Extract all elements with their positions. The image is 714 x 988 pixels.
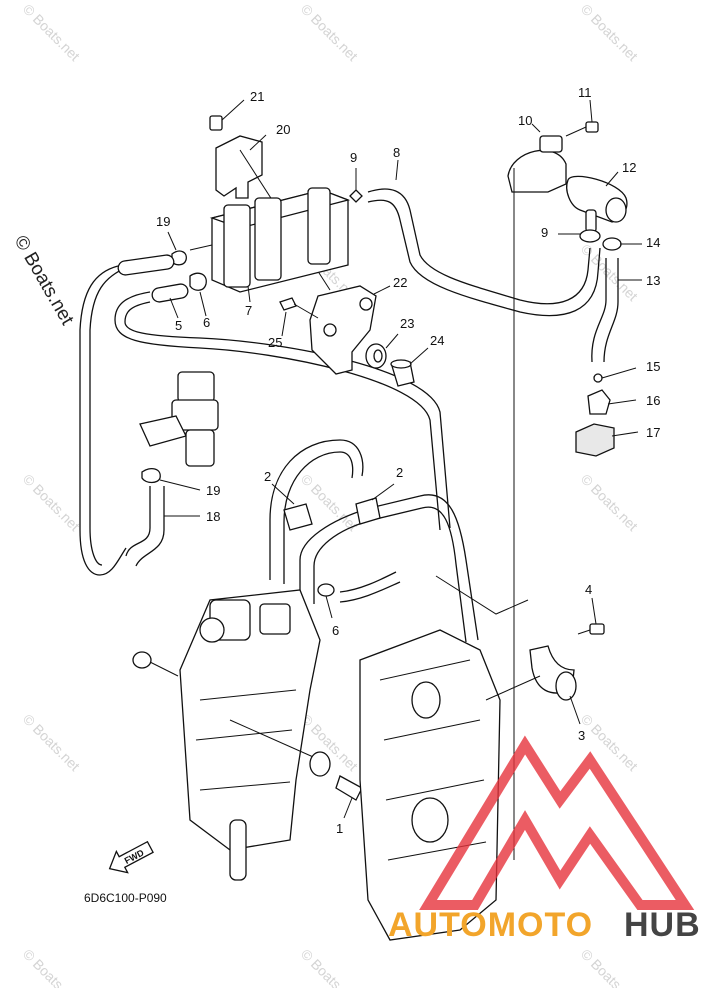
side-watermark: © Boats.net — [10, 232, 78, 329]
part-21-bolt — [209, 99, 245, 131]
callout-14: 14 — [646, 235, 660, 250]
part-25-bolt — [279, 297, 319, 337]
callout-13: 13 — [646, 273, 660, 288]
callout-12: 12 — [622, 160, 636, 175]
part-2-clamp-left — [271, 483, 313, 531]
part-22-bracket — [309, 285, 391, 375]
fuel-module — [132, 589, 321, 881]
callout-23: 23 — [400, 316, 414, 331]
watermark: © Boats.net — [578, 471, 641, 534]
part-10-bracket — [507, 123, 567, 193]
watermark: © Boats.net — [578, 946, 641, 988]
watermark: © Boats.net — [298, 946, 361, 988]
part-23-grommet — [365, 333, 399, 369]
part-17-damper — [575, 423, 639, 457]
brand-logo: AUTOMOTO HUB — [388, 735, 701, 944]
callout-11: 11 — [578, 85, 592, 100]
part-4-bolt — [577, 597, 605, 635]
engine-block — [359, 629, 501, 941]
part-6-clamp-lower — [317, 571, 401, 619]
callout-24: 24 — [430, 333, 444, 348]
callouts: 21 20 9 8 19 7 5 6 22 23 24 25 10 11 12 … — [156, 85, 660, 836]
callout-21: 21 — [250, 89, 264, 104]
watermark: © Boats.net — [578, 1, 641, 64]
part-1-bolt-grommet — [309, 751, 363, 819]
brand-name-part2: HUB — [624, 906, 701, 944]
callout-15: 15 — [646, 359, 660, 374]
callout-5: 5 — [175, 318, 182, 333]
callout-7: 7 — [245, 303, 252, 318]
brand-name-part1: AUTOMOTO — [388, 906, 593, 944]
callout-20: 20 — [276, 122, 290, 137]
leader-lines — [435, 168, 541, 860]
callout-4: 4 — [585, 582, 592, 597]
part-19-clamp-lower — [141, 467, 201, 491]
callout-2-left: 2 — [264, 469, 271, 484]
part-6-clamp-upper — [189, 272, 207, 317]
part-11-bolt — [565, 99, 599, 137]
callout-25: 25 — [268, 335, 282, 350]
watermark: © Boats.net — [298, 1, 361, 64]
central-hoses — [269, 439, 479, 643]
part-14-clamp — [602, 237, 642, 251]
callout-1: 1 — [336, 821, 343, 836]
fwd-arrow: FWD — [108, 840, 154, 874]
callout-8: 8 — [393, 145, 400, 160]
part-24-collar — [390, 347, 429, 387]
solenoid-valve — [139, 371, 219, 467]
part-12-fitting — [566, 171, 628, 233]
callout-3: 3 — [578, 728, 585, 743]
callout-6-lower: 6 — [332, 623, 339, 638]
callout-17: 17 — [646, 425, 660, 440]
part-18-hose — [125, 486, 200, 567]
callout-19-lower: 19 — [206, 483, 220, 498]
part-15-clip — [593, 367, 637, 383]
part-5-hose-short — [117, 254, 189, 319]
watermark: © Boats.net — [20, 711, 83, 774]
callout-2-right: 2 — [396, 465, 403, 480]
part-7-canister — [189, 187, 351, 303]
part-13-hose — [591, 258, 642, 363]
callout-9: 9 — [350, 150, 357, 165]
diagram-code: 6D6C100-P090 — [84, 891, 167, 905]
part-3-clamp — [529, 645, 581, 725]
watermark: © Boats.net — [20, 1, 83, 64]
callout-10: 10 — [518, 113, 532, 128]
callout-16: 16 — [646, 393, 660, 408]
callout-9-right: 9 — [541, 225, 548, 240]
watermark: © Boats.net — [20, 946, 83, 988]
part-16-valve — [587, 389, 637, 415]
hose-loop-left — [79, 265, 451, 576]
part-9-clamp-right — [558, 229, 601, 243]
part-19-clamp-upper — [167, 231, 187, 266]
part-2-clamp-right — [355, 483, 395, 525]
callout-6: 6 — [203, 315, 210, 330]
part-8-hose — [349, 159, 601, 317]
callout-18: 18 — [206, 509, 220, 524]
watermark: © Boats.net — [20, 471, 83, 534]
callout-22: 22 — [393, 275, 407, 290]
logo-mountain-icon — [419, 735, 695, 910]
callout-19: 19 — [156, 214, 170, 229]
